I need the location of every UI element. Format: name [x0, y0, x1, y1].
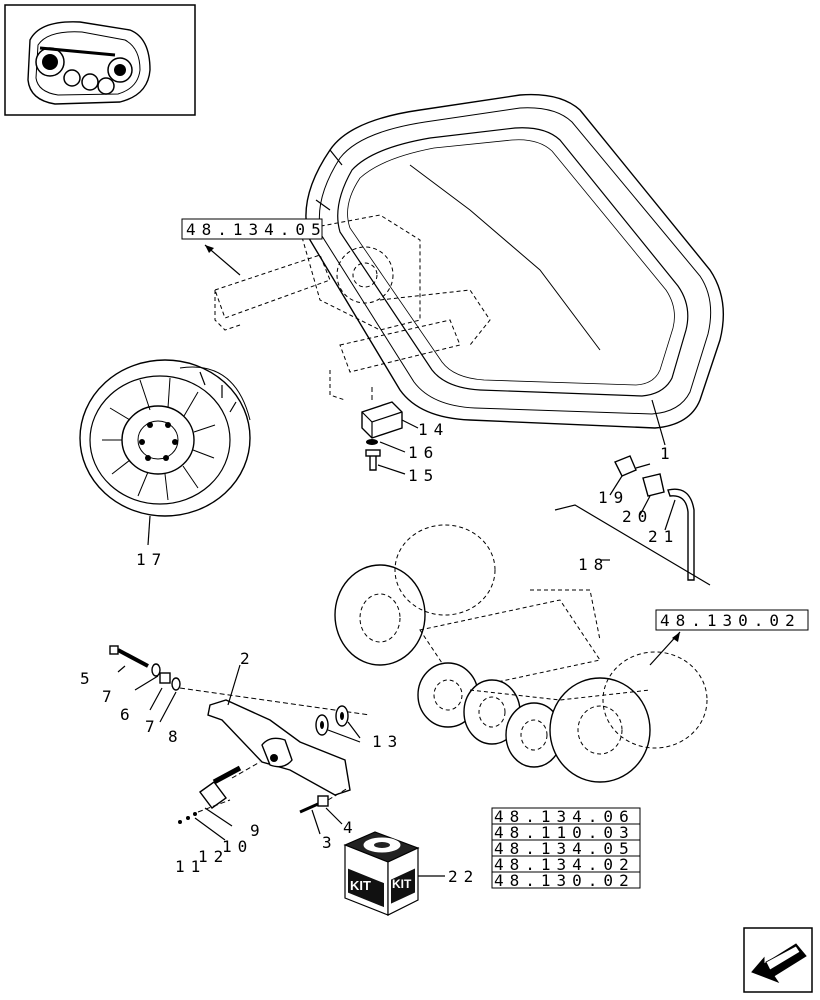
ref-top[interactable]: 48.134.05	[181, 218, 327, 276]
ref-top-label[interactable]: 48.134.05	[186, 220, 327, 239]
callout-15: 15	[408, 466, 439, 485]
idler-wheel	[79, 359, 251, 546]
callout-10: 10	[222, 837, 253, 856]
ref-list-item[interactable]: 48.134.06	[494, 807, 635, 826]
bolt-5	[109, 645, 149, 668]
bracket-18	[554, 504, 711, 586]
ref-list-item[interactable]: 48.110.03	[494, 823, 635, 842]
kit-box: KIT KIT	[343, 831, 445, 916]
ref-right-label[interactable]: 48.130.02	[660, 611, 801, 630]
arrow-left-down-icon[interactable]	[743, 927, 813, 993]
ref-list-item[interactable]: 48.134.05	[494, 839, 635, 858]
ref-list-item[interactable]: 48.130.02	[494, 871, 635, 890]
ref-list-item[interactable]: 48.134.02	[494, 855, 635, 874]
track-assembly-thumbnail-icon	[4, 4, 196, 116]
callout-1: 1	[660, 444, 676, 463]
callout-4: 4	[343, 818, 359, 837]
callout-11: 11	[175, 857, 206, 876]
callout-6: 6	[120, 705, 136, 724]
kit-label-right: KIT	[392, 877, 412, 891]
pad-bolt-group	[361, 385, 419, 475]
callout-5: 5	[80, 669, 96, 688]
callout-7a: 7	[102, 687, 118, 706]
callout-21: 21	[648, 527, 679, 546]
frame-ghost	[214, 214, 491, 401]
callout-16: 16	[408, 443, 439, 462]
rubber-track	[305, 93, 725, 429]
ref-right[interactable]: 48.130.02	[649, 609, 809, 666]
kit-label-left: KIT	[350, 878, 371, 893]
undercarriage-assembly	[334, 524, 708, 783]
callout-7b: 7	[145, 717, 161, 736]
callout-22: 22	[448, 867, 479, 886]
mounting-bracket	[109, 645, 371, 841]
reference-list: 48.134.06 48.110.03 48.134.05 48.134.02 …	[491, 807, 641, 890]
callout-20: 20	[622, 507, 653, 526]
callout-9: 9	[250, 821, 266, 840]
callout-13: 13	[372, 732, 403, 751]
callout-17: 17	[136, 550, 167, 569]
callout-8: 8	[168, 727, 184, 746]
callout-2: 2	[240, 649, 256, 668]
callout-18: 18	[578, 555, 609, 574]
callout-14: 14	[418, 420, 449, 439]
callout-19: 19	[598, 488, 629, 507]
callout-3: 3	[322, 833, 338, 852]
hose-fittings	[609, 455, 695, 581]
callout-12: 12	[198, 847, 229, 866]
